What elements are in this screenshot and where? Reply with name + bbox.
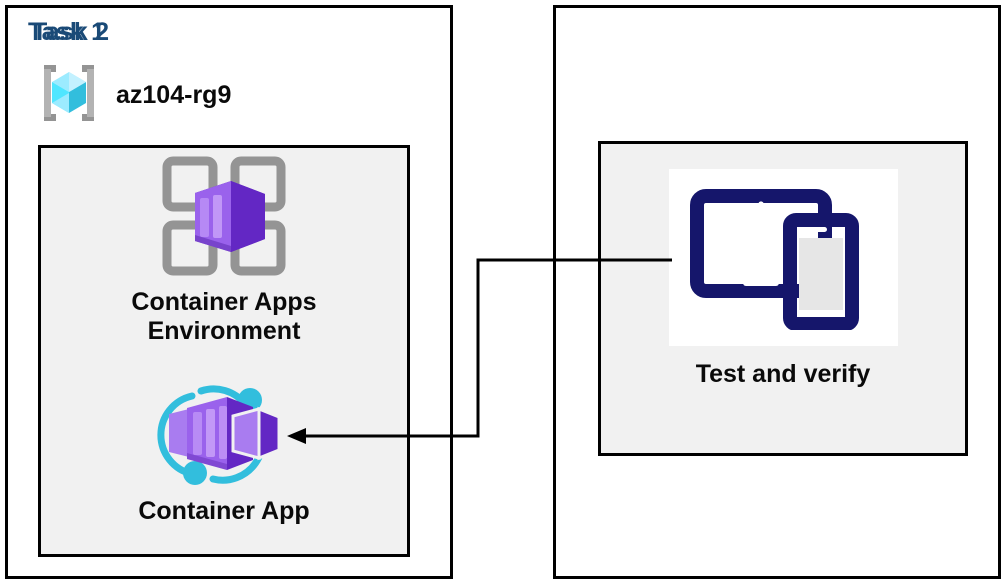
resource-group-label: az104-rg9 <box>116 81 232 109</box>
devices-icon <box>683 180 883 335</box>
task-2-title: Task 2 <box>32 18 110 46</box>
resource-group-row: az104-rg9 <box>36 62 231 129</box>
container-apps-environment-node: Container Apps Environment <box>38 155 410 345</box>
container-apps-environment-label: Container Apps Environment <box>131 288 317 345</box>
container-app-icon <box>149 378 299 495</box>
container-app-node: Container App <box>38 378 410 526</box>
devices-icon-plate <box>668 169 898 346</box>
task-1-title: Task 1 <box>28 18 106 46</box>
container-apps-environment-icon <box>161 155 287 282</box>
container-app-label: Container App <box>138 497 310 525</box>
test-and-verify-node: Test and verify <box>598 169 968 389</box>
resource-group-icon <box>36 62 102 129</box>
test-and-verify-label: Test and verify <box>695 360 871 388</box>
